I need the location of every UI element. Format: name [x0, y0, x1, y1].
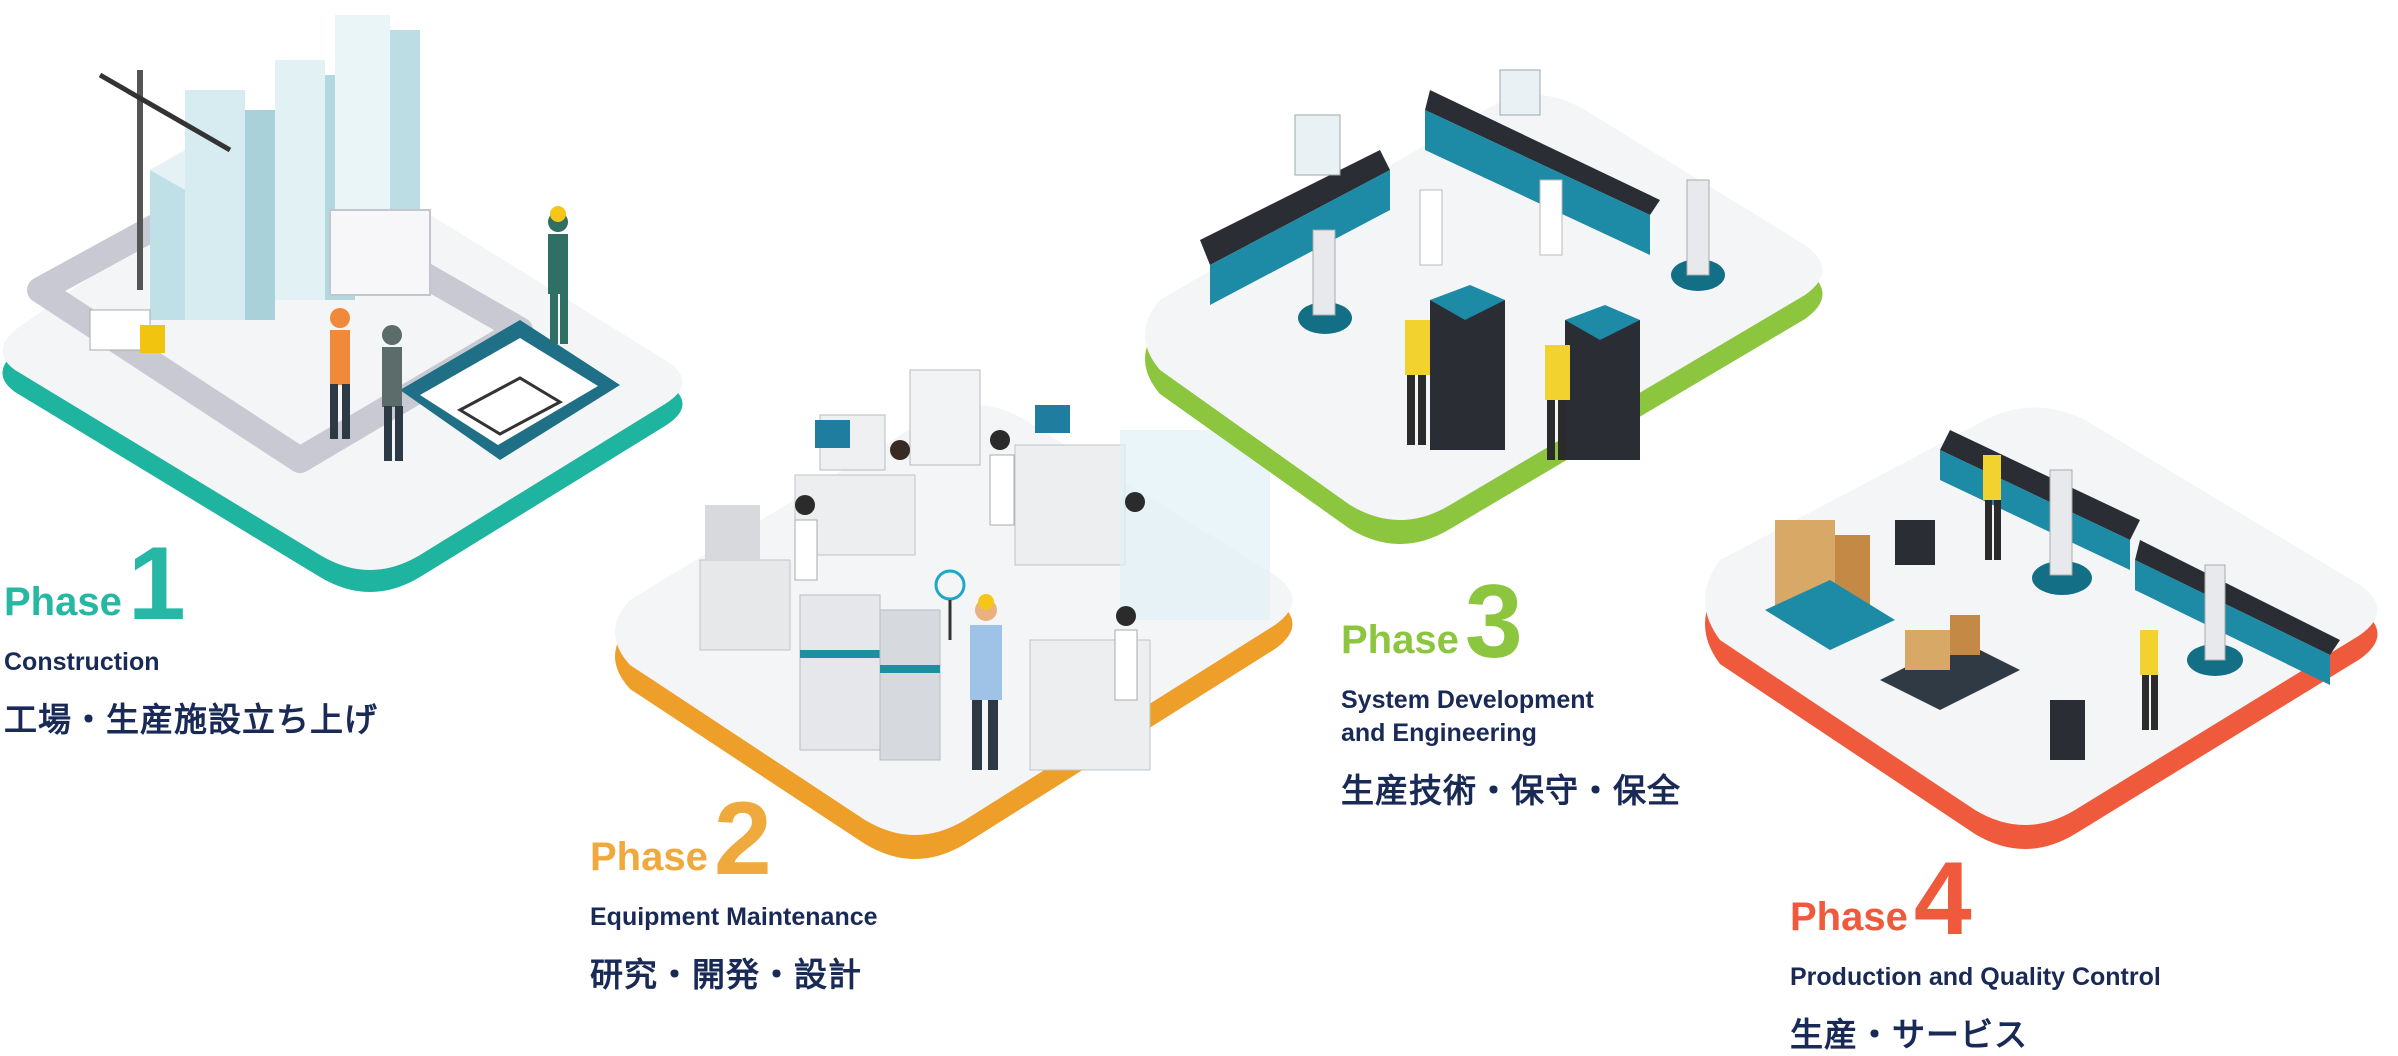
phase-1-title-ja: 工場・生産施設立ち上げ — [4, 701, 378, 739]
phase-4-title-ja: 生産・サービス — [1790, 1016, 2028, 1054]
phase-4-label: Phase 4 Production and Quality Control 生… — [1790, 841, 2161, 1056]
warehouse-robot-illustration — [1765, 430, 2340, 760]
phase-3-title-en: System Development and Engineering — [1341, 686, 1594, 748]
phase-3-title-ja: 生産技術・保守・保全 — [1341, 772, 1681, 810]
phase-3-number: 3 — [1464, 564, 1523, 680]
phase-4-title-en: Production and Quality Control — [1790, 963, 2161, 992]
phase-3-label: Phase 3 System Development and Engineeri… — [1341, 564, 1681, 812]
phase-1-number: 1 — [127, 526, 186, 642]
phase-2-word: Phase — [590, 835, 708, 880]
laboratory-illustration — [699, 369, 1270, 771]
phase-4-word: Phase — [1790, 895, 1908, 940]
phase-3-word: Phase — [1341, 618, 1459, 663]
construction-illustration — [89, 15, 568, 461]
phase-1-word: Phase — [4, 580, 122, 625]
phase-2-title-en: Equipment Maintenance — [590, 903, 878, 932]
phase-4-number: 4 — [1913, 841, 1972, 957]
phase-1-title-en: Construction — [4, 648, 160, 677]
phase-2-label: Phase 2 Equipment Maintenance 研究・開発・設計 — [590, 781, 878, 996]
phase-2-title-ja: 研究・開発・設計 — [590, 956, 862, 994]
phase-2-number: 2 — [713, 781, 772, 897]
phase-1-label: Phase 1 Construction 工場・生産施設立ち上げ — [4, 526, 378, 741]
factory-line-illustration — [1200, 69, 1725, 460]
platform-phase-4 — [1705, 407, 2378, 849]
